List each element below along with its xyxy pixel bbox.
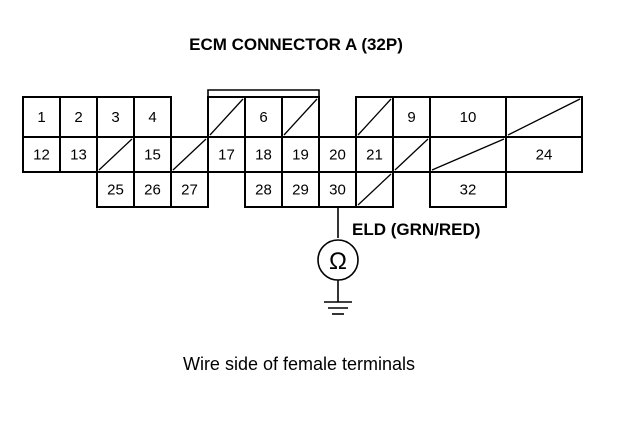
terminal-number: 2 <box>74 109 82 126</box>
terminal-number: 3 <box>111 109 119 126</box>
terminal-number: 6 <box>259 109 267 126</box>
terminal-number: 24 <box>536 147 553 164</box>
terminal-number: 30 <box>329 182 346 199</box>
terminal-cell <box>133 171 172 208</box>
terminal-cell <box>429 96 507 138</box>
terminal-number: 21 <box>366 147 383 164</box>
terminal-number: 17 <box>218 147 235 164</box>
unused-terminal-slash <box>209 98 244 136</box>
terminal-number: 19 <box>292 147 309 164</box>
terminal-number: 25 <box>107 182 124 199</box>
terminal-number: 4 <box>148 109 156 126</box>
terminal-number: 10 <box>460 109 477 126</box>
probe-wire-label: ELD (GRN/RED) <box>352 220 480 239</box>
unused-terminal-slash <box>283 98 318 136</box>
terminal-number: 1 <box>37 109 45 126</box>
terminal-number: 13 <box>70 147 87 164</box>
unused-terminal-slash <box>394 138 429 171</box>
terminal-number: 12 <box>33 147 50 164</box>
terminal-number: 27 <box>181 182 198 199</box>
terminal-cell <box>22 136 61 173</box>
terminal-number: 20 <box>329 147 346 164</box>
unused-terminal-slash <box>507 98 581 136</box>
terminal-cell <box>133 96 172 138</box>
terminal-cell <box>429 171 507 208</box>
ohm-icon: Ω <box>329 248 347 275</box>
ground-icon <box>324 280 352 315</box>
terminal-cell <box>207 136 246 173</box>
terminal-number: 18 <box>255 147 272 164</box>
terminal-number: 15 <box>144 147 161 164</box>
terminal-cell <box>96 171 135 208</box>
unused-terminal-slash <box>357 173 392 206</box>
unused-terminal-slash <box>431 138 505 171</box>
diagram-title: ECM CONNECTOR A (32P) <box>189 35 403 54</box>
terminal-cell <box>505 136 583 173</box>
unused-terminal-slash <box>172 138 207 171</box>
unused-terminal-slash <box>98 138 133 171</box>
terminal-number: 29 <box>292 182 309 199</box>
connector-key-tab <box>207 89 320 97</box>
terminal-number: 28 <box>255 182 272 199</box>
connector-outline <box>207 89 320 97</box>
unused-terminal-slash <box>357 98 392 136</box>
terminal-number: 9 <box>407 109 415 126</box>
terminal-number: 32 <box>460 182 477 199</box>
diagram-caption: Wire side of female terminals <box>183 354 415 374</box>
ohmmeter-symbol: Ω <box>317 239 359 281</box>
terminal-number: 26 <box>144 182 161 199</box>
terminal-cell <box>59 136 98 173</box>
terminal-cell <box>170 171 209 208</box>
